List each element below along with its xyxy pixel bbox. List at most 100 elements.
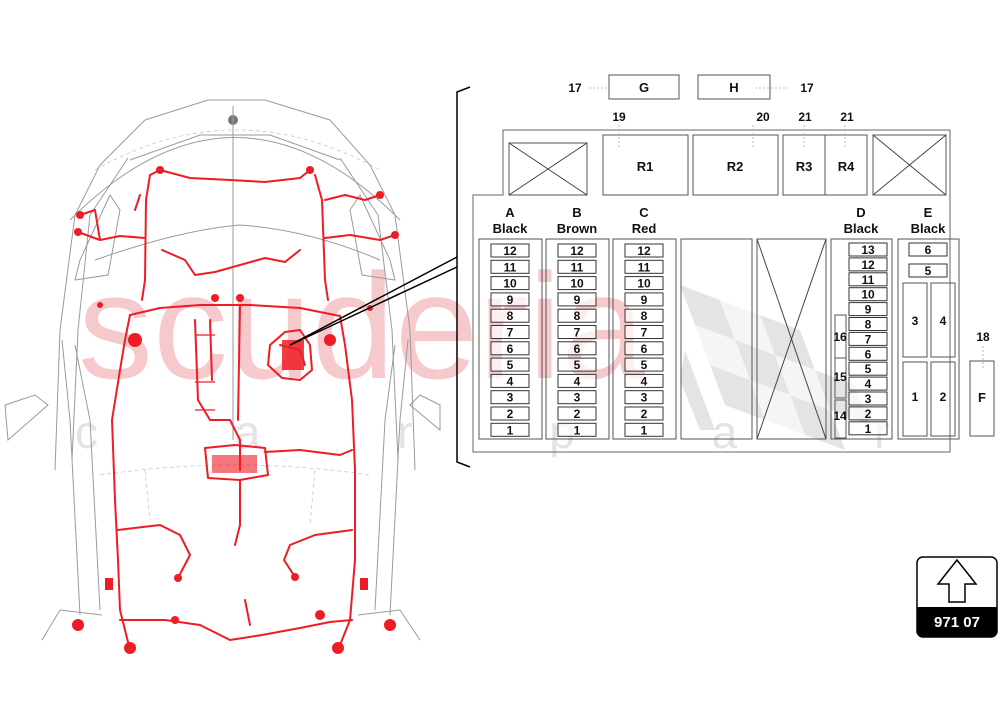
fuse-C-slot[interactable]: 3	[624, 390, 664, 405]
fuse-C-slot[interactable]: 11	[624, 259, 664, 274]
maxi-fuse-E-2[interactable]: 2	[930, 361, 956, 437]
svg-text:10: 10	[861, 288, 875, 302]
fuse-D-slot[interactable]: 6	[848, 346, 888, 361]
fuse-A-slot[interactable]: 6	[490, 341, 530, 356]
fuse-E-6[interactable]: 6	[908, 242, 948, 257]
item-F[interactable]: F	[969, 360, 995, 437]
maxi-fuse-E-1[interactable]: 1	[902, 361, 928, 437]
svg-text:12: 12	[503, 244, 517, 258]
fuse-A-slot[interactable]: 2	[490, 406, 530, 421]
right-mirror	[409, 394, 441, 432]
fuse-B-slot[interactable]: 8	[557, 308, 597, 323]
svg-text:16: 16	[833, 330, 847, 344]
fuse-B-slot[interactable]: 9	[557, 292, 597, 307]
fuse-C-slot[interactable]: 2	[624, 406, 664, 421]
fuse-D-slot[interactable]: 9	[848, 302, 888, 317]
empty-slot-crossed	[756, 238, 827, 440]
svg-text:5: 5	[641, 358, 648, 372]
svg-text:5: 5	[507, 358, 514, 372]
relay-R3[interactable]: R3	[782, 134, 826, 196]
empty-relay-slot-left	[508, 142, 588, 196]
svg-text:4: 4	[865, 377, 872, 391]
column-B-color: Brown	[557, 221, 598, 236]
svg-text:5: 5	[925, 264, 932, 278]
fuse-D-slot[interactable]: 4	[848, 376, 888, 391]
column-D-color: Black	[844, 221, 879, 236]
relay-R1[interactable]: R1	[602, 134, 689, 196]
column-D-letter: D	[856, 205, 865, 220]
fuse-A-slot[interactable]: 8	[490, 308, 530, 323]
callout-21-b: 21	[840, 110, 854, 124]
relay-R2[interactable]: R2	[692, 134, 779, 196]
svg-text:3: 3	[912, 314, 919, 328]
fuse-group-15[interactable]: 15	[833, 357, 847, 399]
fuse-group-16[interactable]: 16	[833, 314, 847, 359]
fuse-A-slot[interactable]: 1	[490, 422, 530, 437]
column-E-letter: E	[924, 205, 933, 220]
item-G[interactable]: G	[608, 74, 680, 100]
fuse-A-slot[interactable]: 5	[490, 357, 530, 372]
fuse-C-slot[interactable]: 4	[624, 373, 664, 388]
fuse-group-14[interactable]: 14	[833, 399, 847, 439]
fuse-C-slot[interactable]: 7	[624, 325, 664, 340]
maxi-fuse-E-3[interactable]: 3	[902, 282, 928, 358]
fuse-C-slot[interactable]: 6	[624, 341, 664, 356]
fuse-D-slot[interactable]: 2	[848, 406, 888, 421]
svg-text:7: 7	[641, 326, 648, 340]
fuse-B-slot[interactable]: 7	[557, 325, 597, 340]
empty-slot-blank	[680, 238, 753, 440]
fuse-D-slot[interactable]: 8	[848, 317, 888, 332]
svg-text:10: 10	[503, 277, 517, 291]
fuse-E-5[interactable]: 5	[908, 263, 948, 278]
fuse-C-slot[interactable]: 8	[624, 308, 664, 323]
fuse-C-slot[interactable]: 1	[624, 422, 664, 437]
fuse-D-slot[interactable]: 13	[848, 242, 888, 257]
svg-text:2: 2	[641, 407, 648, 421]
svg-text:6: 6	[574, 342, 581, 356]
fuse-B-slot[interactable]: 4	[557, 373, 597, 388]
fuse-B-slot[interactable]: 10	[557, 276, 597, 291]
fuse-D-slot[interactable]: 1	[848, 421, 888, 436]
fuse-B-slot[interactable]: 2	[557, 406, 597, 421]
svg-text:2: 2	[507, 407, 514, 421]
item-H[interactable]: H	[697, 74, 771, 100]
svg-text:2: 2	[865, 407, 872, 421]
fuse-B-slot[interactable]: 12	[557, 243, 597, 258]
fuse-B-slot[interactable]: 1	[557, 422, 597, 437]
svg-text:R3: R3	[796, 159, 813, 174]
fuse-D-slot[interactable]: 5	[848, 361, 888, 376]
fuse-C-slot[interactable]: 9	[624, 292, 664, 307]
svg-text:6: 6	[507, 342, 514, 356]
svg-text:1: 1	[912, 390, 919, 404]
maxi-fuse-E-4[interactable]: 4	[930, 282, 956, 358]
fuse-A-slot[interactable]: 3	[490, 390, 530, 405]
relay-R4[interactable]: R4	[824, 134, 868, 196]
svg-text:10: 10	[570, 277, 584, 291]
fuse-C-slot[interactable]: 12	[624, 243, 664, 258]
fuse-D-slot[interactable]: 3	[848, 391, 888, 406]
fuse-C-slot[interactable]: 10	[624, 276, 664, 291]
svg-text:3: 3	[507, 391, 514, 405]
fuse-B-slot[interactable]: 11	[557, 259, 597, 274]
fuse-D-slot[interactable]: 12	[848, 257, 888, 272]
arrow-up-icon	[936, 558, 978, 603]
fuse-A-slot[interactable]: 9	[490, 292, 530, 307]
fuse-A-slot[interactable]: 7	[490, 325, 530, 340]
svg-text:12: 12	[861, 258, 875, 272]
svg-text:1: 1	[507, 423, 514, 437]
fuse-A-slot[interactable]: 12	[490, 243, 530, 258]
callout-17-left: 17	[568, 81, 582, 95]
svg-text:10: 10	[637, 277, 651, 291]
fuse-A-slot[interactable]: 10	[490, 276, 530, 291]
svg-text:3: 3	[574, 391, 581, 405]
fuse-D-slot[interactable]: 11	[848, 272, 888, 287]
fuse-B-slot[interactable]: 5	[557, 357, 597, 372]
fuse-A-slot[interactable]: 11	[490, 259, 530, 274]
fuse-B-slot[interactable]: 3	[557, 390, 597, 405]
fuse-C-slot[interactable]: 5	[624, 357, 664, 372]
fuse-A-slot[interactable]: 4	[490, 373, 530, 388]
fuse-D-slot[interactable]: 7	[848, 331, 888, 346]
callout-18: 18	[976, 330, 990, 344]
fuse-D-slot[interactable]: 10	[848, 287, 888, 302]
fuse-B-slot[interactable]: 6	[557, 341, 597, 356]
